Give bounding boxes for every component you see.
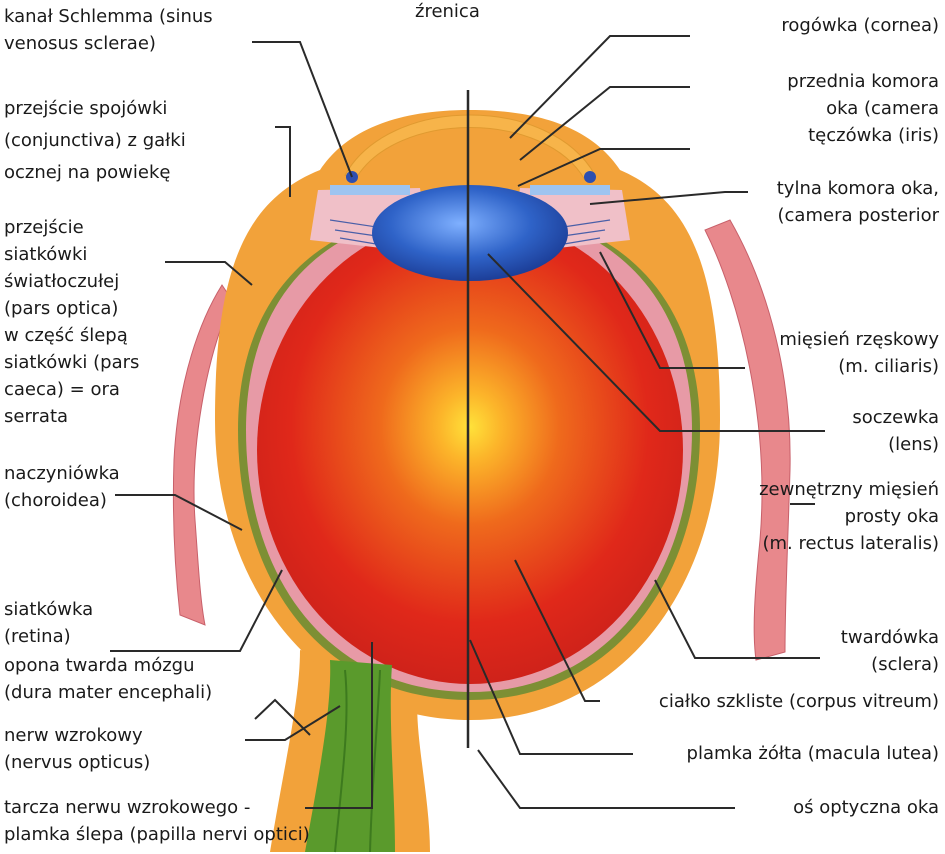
label-miesien-prosty: zewnętrzny mięsień prosty oka (m. rectus… <box>759 476 939 557</box>
label-tarcza: tarcza nerwu wzrokowego - plamka ślepa (… <box>4 794 310 848</box>
label-twardowka: twardówka (sclera) <box>841 624 939 678</box>
label-teczowka: tęczówka (iris) <box>808 122 939 149</box>
vitreous-body <box>257 216 683 684</box>
label-tylna-komora: tylna komora oka, (camera posterior <box>777 175 939 229</box>
label-ora-serrata: przejście siatkówki światłoczułej (pars … <box>4 214 139 430</box>
label-plamka-zolta: plamka żółta (macula lutea) <box>687 740 939 767</box>
label-miesien-rzeskowy: mięsień rzęskowy (m. ciliaris) <box>779 326 939 380</box>
label-kanal-schlemma: kanał Schlemma (sinus venosus sclerae) <box>4 3 213 57</box>
label-cialko: ciałko szkliste (corpus vitreum) <box>659 688 939 715</box>
label-spojowka: przejście spojówki (conjunctiva) z gałki… <box>4 93 186 189</box>
label-opona: opona twarda mózgu (dura mater encephali… <box>4 652 212 706</box>
label-naczyniowka: naczyniówka (choroidea) <box>4 460 120 514</box>
schlemm-canal-right <box>584 171 596 183</box>
label-os-optyczna: oś optyczna oka <box>793 794 939 821</box>
label-soczewka: soczewka (lens) <box>852 404 939 458</box>
lens <box>372 185 568 281</box>
label-nerw: nerw wzrokowy (nervus opticus) <box>4 722 150 776</box>
label-przednia-komora: przednia komora oka (camera <box>787 68 939 122</box>
iris-left <box>330 185 410 195</box>
label-siatkowka: siatkówka (retina) <box>4 596 93 650</box>
iris-right <box>530 185 610 195</box>
label-rogowka: rogówka (cornea) <box>781 12 939 39</box>
label-zrenica: źrenica <box>415 0 480 25</box>
